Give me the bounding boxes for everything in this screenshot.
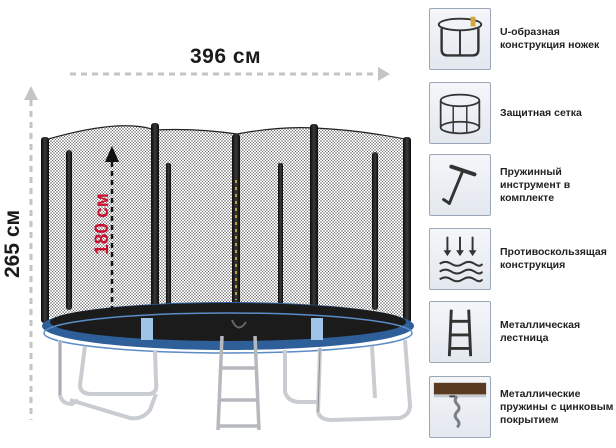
feature-label: Защитная сетка <box>500 106 582 119</box>
spring-icon <box>429 376 491 438</box>
feature-ladder: Металлическая лестница <box>429 301 616 365</box>
ladder-icon <box>429 301 491 363</box>
width-label: 396 см <box>190 45 262 68</box>
jumping-mat <box>42 302 414 354</box>
height-dimension-arrow <box>24 86 38 420</box>
legs-shadow-lines <box>59 340 321 413</box>
feature-springs: Металлические пружины с цинковым покрыти… <box>429 376 616 440</box>
spring-tool-icon <box>429 154 491 216</box>
trampoline-legs <box>58 339 413 423</box>
height-label: 265 см <box>1 209 24 279</box>
net-height-arrow <box>105 146 119 312</box>
feature-anti-slip: Противоскользящая конструкция <box>429 228 616 292</box>
safety-net <box>44 125 411 318</box>
u-leg-icon <box>429 8 491 70</box>
ladder <box>216 335 261 431</box>
width-dimension-arrow <box>70 67 390 81</box>
feature-label: Противоскользящая конструкция <box>500 246 607 271</box>
feature-safety-net: Защитная сетка <box>429 82 616 146</box>
net-height-label: 180 см <box>92 193 113 255</box>
net-poles <box>41 123 411 324</box>
feature-label: Металлическая лестница <box>500 319 581 344</box>
feature-spring-tool: Пружинный инструмент в комплекте <box>429 154 616 218</box>
safety-net-icon <box>429 82 491 144</box>
feature-label: U-образная конструкция ножек <box>500 26 600 51</box>
feature-u-legs: U-образная конструкция ножек <box>429 8 616 72</box>
feature-label: Металлические пружины с цинковым покрыти… <box>500 387 614 426</box>
feature-label: Пружинный инструмент в комплекте <box>500 165 571 204</box>
anti-slip-icon <box>429 228 491 290</box>
